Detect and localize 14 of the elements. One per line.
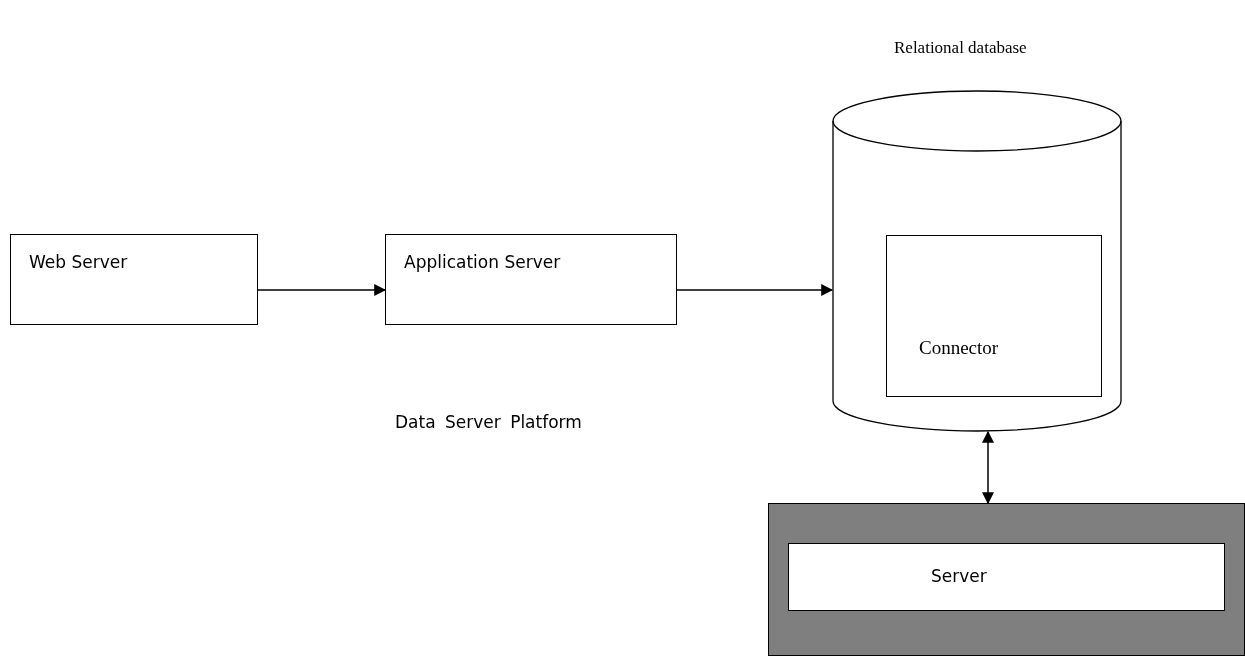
server-box	[385, 234, 677, 325]
node-label: Web Server	[29, 251, 128, 274]
database-label: Relational database	[894, 37, 1027, 59]
panel-box	[768, 503, 1245, 656]
server-box	[10, 234, 258, 325]
arrow	[676, 284, 834, 296]
node-label: Server	[931, 565, 987, 588]
arrow	[982, 430, 994, 505]
node-label: Application Server	[404, 251, 561, 274]
platform-label: Data Server Platform	[395, 411, 582, 434]
server-box	[788, 543, 1225, 611]
arrow	[257, 284, 387, 296]
connector-box	[886, 235, 1102, 397]
node-label: Connector	[919, 336, 999, 360]
